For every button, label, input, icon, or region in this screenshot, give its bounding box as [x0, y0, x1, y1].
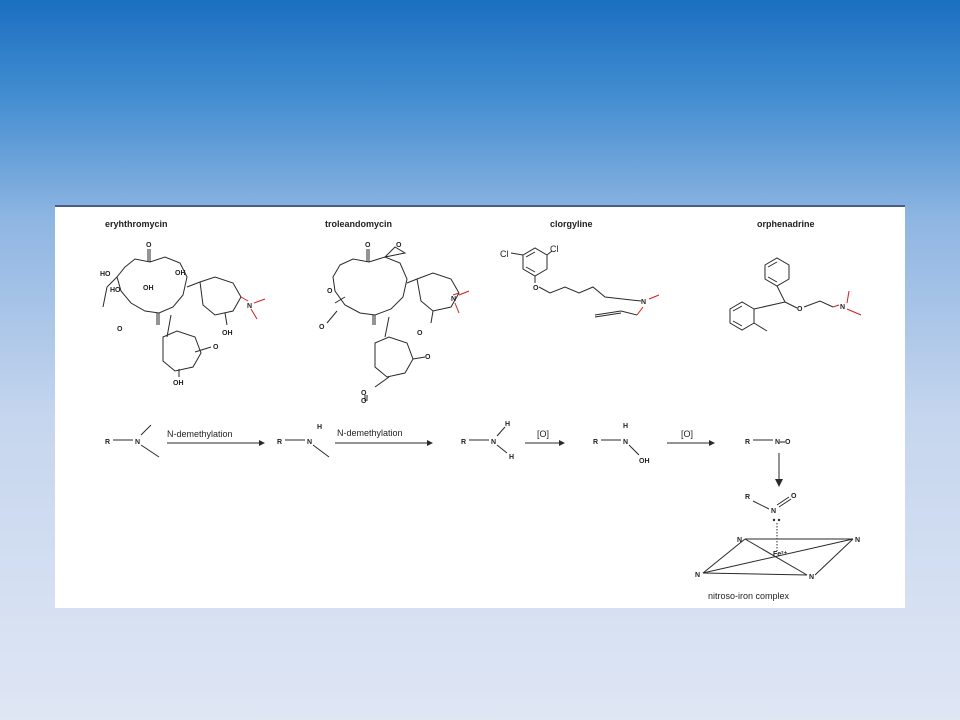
rxn4-r: R: [593, 439, 598, 446]
trolean-o1: O: [365, 242, 371, 249]
clorgyline-n-red: N: [641, 299, 646, 306]
trolean-o6: O: [361, 390, 367, 397]
erythromycin-structure: O HO HO OH OH O OH N OH O: [100, 242, 266, 387]
clorgyline-cl1: Cl: [500, 249, 509, 259]
complex-n-bl: N: [695, 572, 700, 579]
complex-fe: Fe²⁺: [773, 551, 788, 558]
rxn5-no: N═O: [775, 439, 791, 446]
clorgyline-structure: Cl Cl O N: [500, 244, 660, 318]
erythro-oh3: OH: [222, 330, 233, 337]
trolean-o3: O: [327, 288, 333, 295]
rxn2-h: H: [317, 424, 322, 431]
arrow1-label: N-demethylation: [167, 429, 233, 439]
erythro-o1: O: [146, 242, 152, 249]
arrow3-label: [O]: [537, 429, 549, 439]
rxn3-h1: H: [505, 421, 510, 428]
trolean-o4: O: [417, 330, 423, 337]
complex-n-br: N: [809, 574, 814, 581]
nitroso-iron-complex: R N O N N N N Fe²⁺ nitroso-iron complex: [695, 493, 860, 601]
rxn3-n: N: [491, 439, 496, 446]
figure-panel: eryhthromycin troleandomycin clorgyline …: [55, 205, 905, 608]
rxn2-n: N: [307, 439, 312, 446]
title-clorgyline: clorgyline: [550, 219, 593, 229]
rxn5-r: R: [745, 439, 750, 446]
complex-n-tr: N: [855, 537, 860, 544]
complex-o: O: [791, 493, 797, 500]
rxn4-n: N: [623, 439, 628, 446]
orphenadrine-structure: O N: [729, 257, 862, 332]
erythro-n-red: N: [247, 303, 252, 310]
arrow4-label: [O]: [681, 429, 693, 439]
complex-label: nitroso-iron complex: [708, 591, 790, 601]
rxn3-h2: H: [509, 454, 514, 461]
rxn2-r: R: [277, 439, 282, 446]
troleandomycin-structure: O O O O N O O O O: [319, 242, 470, 405]
title-troleandomycin: troleandomycin: [325, 219, 392, 229]
reaction-sequence: R N N-demethylation R N H N-demethylatio…: [105, 421, 791, 487]
rxn1-n: N: [135, 439, 140, 446]
complex-n-tl: N: [737, 537, 742, 544]
erythro-ho2: HO: [110, 287, 121, 294]
orphenadrine-o: O: [797, 306, 803, 313]
arrow2-label: N-demethylation: [337, 428, 403, 438]
clorgyline-cl2: Cl: [550, 244, 559, 254]
erythro-o2: O: [117, 326, 123, 333]
trolean-o5: O: [425, 354, 431, 361]
metabolism-diagram: eryhthromycin troleandomycin clorgyline …: [100, 219, 862, 601]
trolean-n-red: N: [451, 296, 456, 303]
rxn3-r: R: [461, 439, 466, 446]
title-orphenadrine: orphenadrine: [757, 219, 815, 229]
rxn4-oh: OH: [639, 458, 650, 465]
erythro-oh4: OH: [173, 380, 184, 387]
trolean-o2: O: [319, 324, 325, 331]
clorgyline-o: O: [533, 285, 539, 292]
erythro-o3: O: [213, 344, 219, 351]
trolean-o7: O: [361, 398, 367, 405]
erythro-oh1: OH: [143, 285, 154, 292]
erythro-ho1: HO: [100, 271, 111, 278]
rxn4-h: H: [623, 423, 628, 430]
rxn1-r: R: [105, 439, 110, 446]
complex-r: R: [745, 494, 750, 501]
erythro-oh2: OH: [175, 270, 186, 277]
trolean-o-epoxide: O: [396, 242, 402, 249]
complex-n: N: [771, 508, 776, 515]
orphenadrine-n-red: N: [840, 304, 845, 311]
title-erythromycin: eryhthromycin: [105, 219, 168, 229]
